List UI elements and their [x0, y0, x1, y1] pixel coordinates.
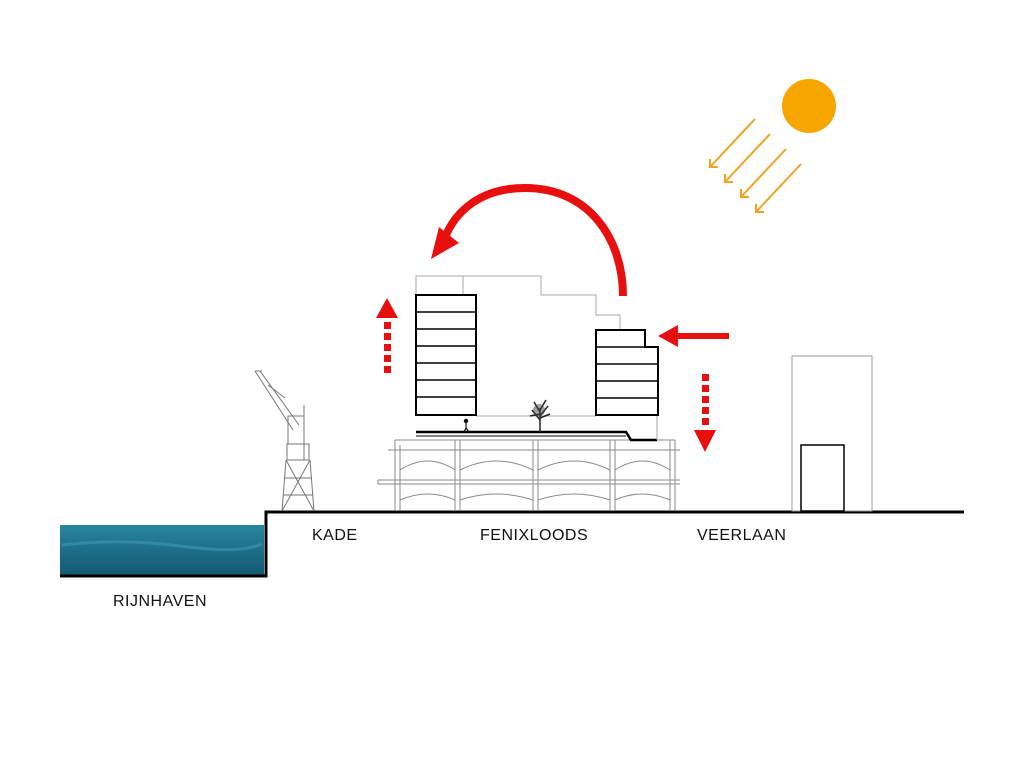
water-wave: [61, 540, 263, 552]
wind-up-arrow: [376, 298, 398, 373]
veerlaan-building: [791, 355, 873, 512]
sun-rays: [709, 118, 802, 213]
roof-platform: [416, 430, 657, 442]
fenixloods-hall: [377, 439, 680, 511]
wind-horizontal-arrowhead: [658, 325, 678, 347]
volume-outline: [416, 275, 621, 329]
wind-down-arrow: [694, 374, 716, 452]
label-rijnhaven: RIJNHAVEN: [113, 593, 207, 610]
person-icon: [463, 418, 470, 433]
left-tower: [415, 275, 477, 416]
wind-arc-arrowhead: [431, 227, 459, 259]
ground-line: [60, 510, 964, 578]
sun-icon: [782, 79, 836, 133]
label-veerlaan: VEERLAAN: [697, 527, 787, 544]
tree-icon: [529, 399, 551, 432]
label-kade: KADE: [312, 527, 358, 544]
right-tower: [595, 329, 659, 416]
label-fenixloods: FENIXLOODS: [480, 527, 589, 544]
wind-arc-arrow: [440, 183, 627, 297]
crane-icon: [254, 370, 315, 512]
